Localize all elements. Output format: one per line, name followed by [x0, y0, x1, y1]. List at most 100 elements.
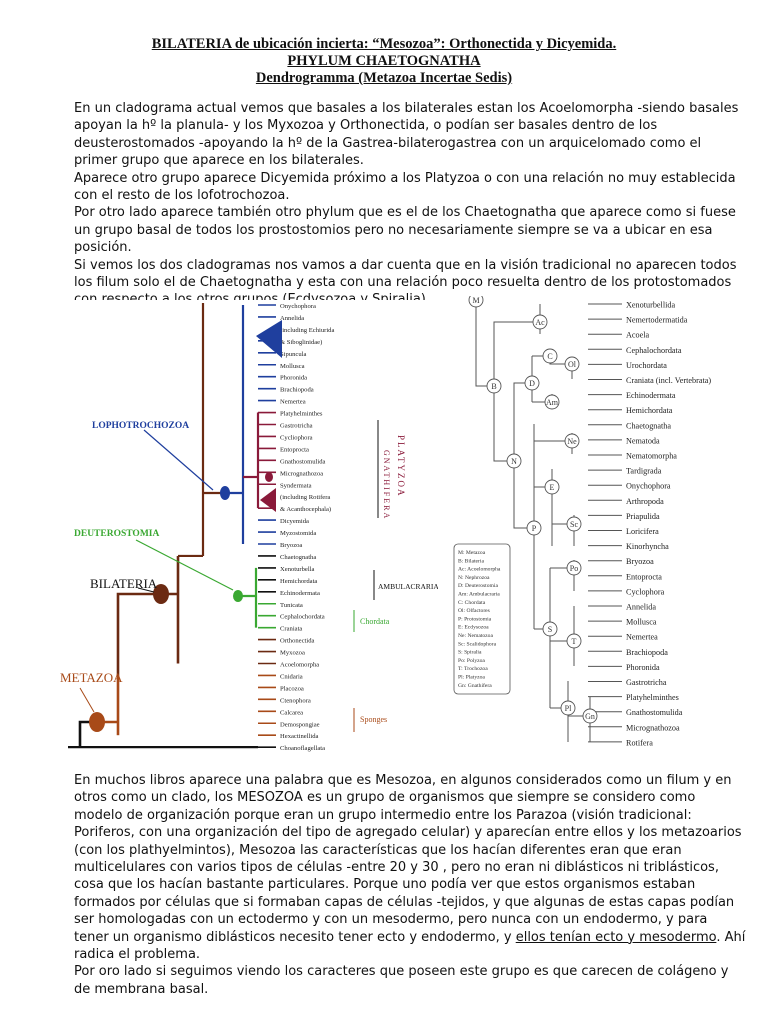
- right-tree-taxa: XenoturbellidaNemertodermatidaAcoelaCeph…: [626, 301, 711, 748]
- right-taxon-label: Cephalochordata: [626, 346, 682, 355]
- legend-entry: S: Spiralia: [458, 650, 482, 656]
- legend-entry: B: Bilateria: [458, 558, 484, 564]
- legend-entry: P: Protostomia: [458, 616, 492, 622]
- left-taxon-label: & Acanthocephala): [280, 506, 331, 513]
- legend-entry: Am: Ambulacraria: [458, 592, 500, 598]
- right-taxon-label: Craniata (incl. Vertebrata): [626, 376, 711, 385]
- deuterostomia-arrow: [135, 539, 234, 591]
- left-taxon-label: Entoprocta: [280, 446, 309, 453]
- right-node-circle: [526, 520, 542, 536]
- right-node-circle: [566, 633, 582, 649]
- left-taxon-label: Orthonectida: [280, 638, 314, 645]
- ambulacraria-label: AMBULACRARIA: [378, 582, 438, 591]
- legend-entry: Ol: Olfactores: [458, 607, 490, 614]
- right-taxon-label: Chaetognatha: [626, 421, 671, 430]
- legend-entry: Ac: Acoelomorpha: [458, 567, 501, 573]
- bilateria-node: [153, 584, 169, 604]
- legend-entry: C: Chordata: [458, 600, 486, 606]
- right-node-label: P: [532, 524, 537, 533]
- gnathifera-label: GNATHIFERA: [382, 450, 391, 520]
- right-node-circle: [566, 560, 582, 576]
- right-taxon-label: Phoronida: [626, 663, 660, 672]
- left-taxon-label: Xenoturbella: [280, 566, 314, 573]
- right-node-label: N: [511, 457, 517, 466]
- right-node-label: Po: [570, 564, 578, 573]
- doc-subtitle-dendrogramma: Dendrogramma (Metazoa Incertae Sedis): [255, 70, 513, 86]
- mesozoa-paragraph: En muchos libros aparece una palabra que…: [74, 772, 746, 963]
- intro-paragraph: En un cladograma actual vemos que basale…: [74, 101, 739, 169]
- left-taxon-label: (including Echiurida: [280, 327, 334, 334]
- deuterostomia-label: DEUTEROSTOMIA: [74, 529, 159, 539]
- left-taxon-label: Cycliophora: [280, 434, 313, 441]
- left-taxon-label: Echinodermata: [280, 590, 320, 597]
- right-node-label: D: [529, 379, 535, 388]
- right-taxon-label: Cyclophora: [626, 587, 665, 596]
- right-node-label: Ac: [535, 318, 545, 327]
- right-taxon-label: Acoela: [626, 331, 650, 340]
- legend-entry: Gn: Gnathifera: [458, 682, 492, 689]
- right-taxon-label: Nemertea: [626, 633, 658, 642]
- mesozoa-text-main: En muchos libros aparece una palabra que…: [74, 773, 742, 945]
- right-node-label: Ol: [568, 360, 577, 369]
- right-node-label: M: [472, 296, 479, 305]
- left-tree-node-markers: [89, 320, 282, 732]
- left-taxon-label: Tunicata: [280, 602, 303, 609]
- legend-entry: Sc: Scalidophora: [458, 641, 497, 647]
- bilateria-label: BILATERIA: [90, 576, 158, 591]
- right-node-label: Am: [546, 398, 559, 407]
- right-node-circle: [566, 516, 582, 532]
- intro-paragraph: Aparece otro grupo aparece Dicyemida pró…: [74, 170, 736, 204]
- right-node-circle: [542, 348, 558, 364]
- left-taxon-label: Ctenophora: [280, 697, 311, 704]
- right-node-label: Ne: [567, 437, 577, 446]
- right-taxon-label: Bryozoa: [626, 557, 654, 566]
- right-node-label: Pl: [565, 704, 572, 713]
- left-taxon-label: Myzostomida: [280, 530, 316, 537]
- right-taxon-label: Rotifera: [626, 738, 653, 747]
- right-cladogram-svg: XenoturbellidaNemertodermatidaAcoelaCeph…: [450, 292, 768, 761]
- right-node-circle: [532, 314, 548, 330]
- right-taxon-label: Kinorhyncha: [626, 542, 669, 551]
- sponges-label: Sponges: [360, 715, 387, 724]
- left-taxon-label: Annelida: [280, 315, 304, 322]
- metazoa-label: METAZOA: [60, 670, 123, 685]
- right-taxon-label: Onychophora: [626, 482, 671, 491]
- left-taxon-label: Platyhelminthes: [280, 411, 323, 418]
- right-node-circle: [544, 479, 560, 495]
- right-node-circle: [544, 394, 560, 410]
- underlined-phrase: ellos tenían ecto y mesodermo: [515, 929, 717, 945]
- legend-entry: M: Metazoa: [458, 550, 486, 556]
- right-node-circle: [564, 356, 580, 372]
- right-node-label: E: [550, 483, 555, 492]
- legend-entry: T: Trochozoa: [458, 666, 488, 672]
- lophotrochozoa-arrow: [143, 429, 214, 491]
- right-node-label: Sc: [570, 520, 578, 529]
- right-node-circle: [542, 621, 558, 637]
- right-taxon-label: Arthropoda: [626, 497, 664, 506]
- right-taxon-label: Nematomorpha: [626, 452, 677, 461]
- left-taxon-label: Cnidaria: [280, 673, 303, 680]
- right-taxon-label: Loricifera: [626, 527, 659, 536]
- intro-text: En un cladograma actual vemos que basale…: [74, 100, 746, 309]
- lophotrochozoa-label: LOPHOTROCHOZOA: [92, 421, 189, 431]
- legend-entry: E: Ecdysozoa: [458, 625, 489, 631]
- left-taxon-label: (including Rotifera: [280, 494, 330, 501]
- right-taxon-label: Priapulida: [626, 512, 660, 521]
- deuterostomia-node: [233, 590, 243, 602]
- left-taxon-label: Hexactinellida: [280, 733, 319, 740]
- metazoa-arrow: [79, 687, 95, 713]
- legend-entry: D: Deuterostomia: [458, 583, 498, 589]
- right-taxon-label: Nemertodermatida: [626, 316, 688, 325]
- left-taxon-label: Hemichordata: [280, 578, 317, 585]
- left-tree-branches: [68, 303, 276, 749]
- right-node-label: B: [491, 382, 496, 391]
- syndermata-triangle: [260, 488, 276, 512]
- left-taxon-label: Craniata: [280, 626, 302, 633]
- platyzoa-node: [265, 472, 273, 482]
- right-taxon-label: Mollusca: [626, 618, 657, 627]
- left-tree-group-labels: LOPHOTROCHOZOA DEUTEROSTOMIA BILATERIA M…: [60, 420, 439, 732]
- left-taxon-label: Phoronida: [280, 375, 307, 382]
